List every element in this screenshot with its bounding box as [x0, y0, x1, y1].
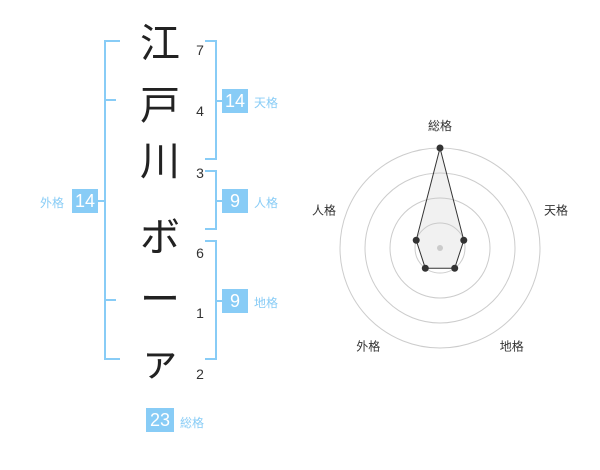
stroke-count-1: 7	[196, 42, 204, 58]
name-char-2: 戸	[140, 83, 180, 129]
name-char-1: 江	[140, 21, 180, 67]
name-char-4: ボ	[140, 215, 180, 261]
radar-axis-label-3: 地格	[500, 339, 524, 354]
radar-points	[412, 144, 468, 272]
soukaku-label: 総格	[180, 416, 205, 430]
stroke-count-2: 4	[196, 103, 204, 119]
jinkaku-badge: 9	[222, 189, 248, 213]
stroke-count-4: 6	[196, 245, 204, 261]
name-char-3: 川	[140, 139, 180, 185]
stroke-count-5: 1	[196, 305, 204, 321]
gaikaku-label: 外格	[40, 196, 65, 210]
name-char-5: ー	[140, 277, 180, 323]
radar-center	[437, 245, 443, 251]
tenkaku-badge: 14	[222, 89, 248, 113]
stroke-count-3: 3	[196, 165, 204, 181]
soukaku-badge: 23	[146, 408, 174, 432]
radar-point-5	[412, 236, 420, 244]
chikaku-badge: 9	[222, 289, 248, 313]
radar-ring	[364, 172, 516, 324]
radar-axis-label-2: 天格	[544, 202, 568, 217]
gaikaku-badge: 14	[72, 189, 98, 213]
name-char-6: ァ	[140, 339, 180, 385]
radar-ring	[414, 222, 466, 274]
radar-axis-label-4: 外格	[356, 339, 380, 354]
stroke-count-6: 2	[196, 366, 204, 382]
radar-axis-label-5: 人格	[312, 202, 336, 217]
radar-point-3	[451, 264, 459, 272]
radar-point-1	[436, 144, 444, 152]
tenkaku-label: 天格	[254, 96, 279, 110]
chikaku-label: 地格	[254, 296, 279, 310]
radar-point-2	[460, 236, 468, 244]
radar-ring	[389, 197, 491, 299]
radar-shape	[415, 147, 465, 269]
jinkaku-label: 人格	[254, 196, 279, 210]
radar-point-4	[421, 264, 429, 272]
radar-axis-label-1: 総格	[428, 118, 452, 133]
